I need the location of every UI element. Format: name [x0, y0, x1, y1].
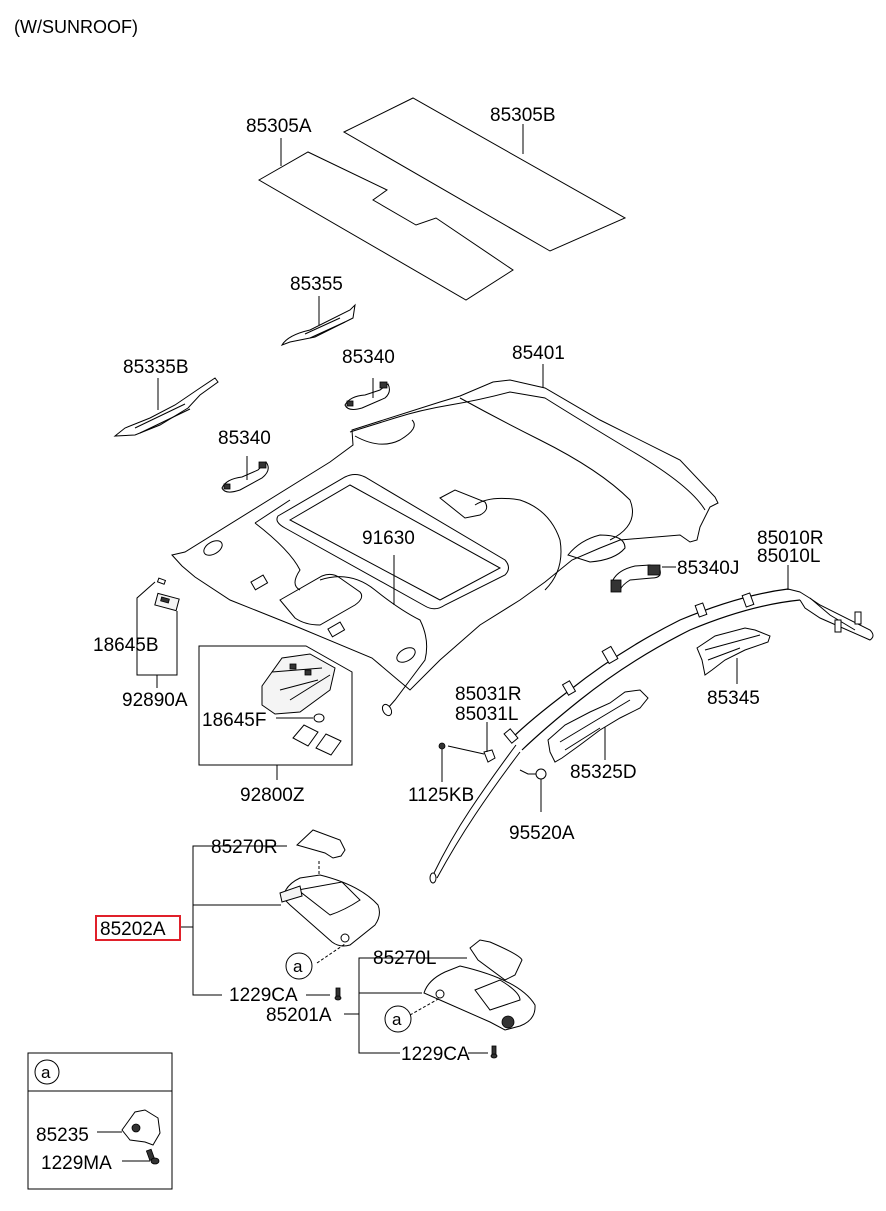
- label-85305B[interactable]: 85305B: [490, 105, 556, 126]
- svg-text:a: a: [293, 957, 303, 976]
- label-85340-lower[interactable]: 85340: [218, 428, 271, 449]
- label-85325D[interactable]: 85325D: [570, 762, 637, 783]
- part-92890A-lamp[interactable]: [136, 577, 180, 688]
- part-1229MA-screw[interactable]: [122, 1148, 160, 1165]
- label-85201A[interactable]: 85201A: [266, 1005, 332, 1026]
- part-85355-bracket[interactable]: [280, 296, 356, 346]
- label-85010L[interactable]: 85010L: [757, 546, 820, 567]
- label-1125KB[interactable]: 1125KB: [408, 785, 474, 806]
- label-18645B[interactable]: 18645B: [93, 635, 159, 656]
- label-85031R[interactable]: 85031R: [455, 684, 522, 705]
- part-85305A-pad[interactable]: [257, 138, 514, 301]
- label-85270R[interactable]: 85270R: [211, 837, 278, 858]
- part-85335B-bracket[interactable]: [113, 377, 219, 437]
- label-91630[interactable]: 91630: [362, 528, 415, 549]
- part-85031-clip[interactable]: [447, 722, 496, 763]
- label-85355[interactable]: 85355: [290, 274, 343, 295]
- diagram-title: (W/SUNROOF): [14, 17, 138, 37]
- part-85401-headlining[interactable]: [171, 364, 719, 717]
- label-85401[interactable]: 85401: [512, 343, 565, 364]
- label-92890A[interactable]: 92890A: [122, 690, 188, 711]
- part-85340J-grip[interactable]: [610, 564, 676, 593]
- label-18645F[interactable]: 18645F: [202, 710, 266, 731]
- part-92800Z-map-lamp[interactable]: [198, 645, 353, 780]
- part-85345-bracket[interactable]: [696, 627, 771, 684]
- part-85340-upper-grip[interactable]: [344, 378, 390, 410]
- callout-a-lower[interactable]: a: [384, 1005, 412, 1033]
- part-85325D-bracket[interactable]: [547, 689, 649, 763]
- label-1229CA-lower[interactable]: 1229CA: [401, 1044, 470, 1065]
- label-1229CA-upper[interactable]: 1229CA: [229, 985, 298, 1006]
- label-85202A[interactable]: 85202A: [100, 919, 166, 940]
- label-1229MA[interactable]: 1229MA: [41, 1153, 112, 1174]
- label-85340J[interactable]: 85340J: [677, 558, 739, 579]
- label-95520A[interactable]: 95520A: [509, 823, 575, 844]
- part-1125KB-bolt[interactable]: [438, 742, 446, 782]
- part-85305B-pad[interactable]: [342, 97, 627, 252]
- highlight-box-85202A: [95, 915, 181, 941]
- label-85010R[interactable]: 85010R: [757, 528, 824, 549]
- part-85010-curtain-airbag[interactable]: [429, 565, 874, 884]
- detail-box-a: a: [27, 1052, 173, 1190]
- label-92800Z[interactable]: 92800Z: [240, 785, 305, 806]
- label-85340-upper[interactable]: 85340: [342, 347, 395, 368]
- label-85345[interactable]: 85345: [707, 688, 760, 709]
- svg-text:a: a: [392, 1010, 402, 1029]
- part-85201A-sunvisor-left[interactable]: [344, 939, 536, 1059]
- label-85305A[interactable]: 85305A: [246, 116, 312, 137]
- part-85235-clip[interactable]: [97, 1109, 161, 1146]
- part-85340-lower-grip[interactable]: [221, 456, 269, 493]
- callout-a-upper[interactable]: a: [285, 952, 313, 980]
- label-85235[interactable]: 85235: [36, 1125, 89, 1146]
- label-85335B[interactable]: 85335B: [123, 357, 189, 378]
- detail-a-marker: a: [41, 1063, 51, 1082]
- part-85202A-sunvisor-right[interactable]: [180, 829, 380, 1001]
- part-95520A-sensor[interactable]: [519, 768, 547, 812]
- label-85270L[interactable]: 85270L: [373, 948, 436, 969]
- label-85031L[interactable]: 85031L: [455, 704, 518, 725]
